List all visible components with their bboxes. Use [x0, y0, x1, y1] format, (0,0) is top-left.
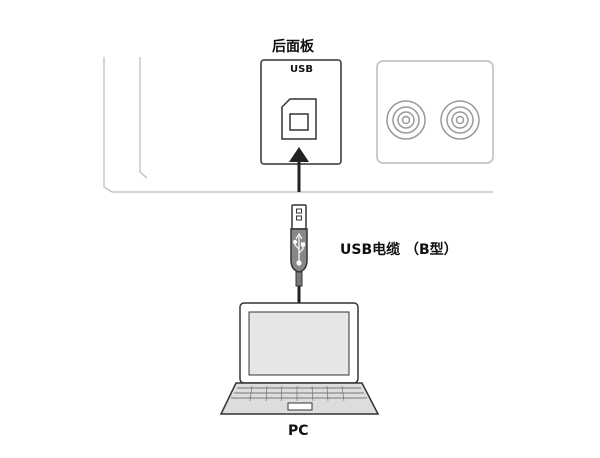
laptop-icon — [219, 302, 380, 415]
pc-label: PC — [288, 423, 309, 439]
usb-port-label: USB — [290, 64, 313, 75]
usb-panel — [260, 59, 342, 165]
device-rear-outline — [103, 57, 493, 193]
rear-panel-label: 后面板 — [272, 39, 314, 55]
usb-cable — [290, 204, 308, 303]
rca-jack-icon — [386, 100, 426, 140]
arrow-up-icon — [289, 147, 309, 192]
usb-cable-label: USB电缆 （B型） — [340, 242, 458, 258]
usb-b-port-icon — [281, 98, 317, 140]
rca-panel — [376, 60, 494, 164]
usb-symbol-icon — [292, 232, 306, 266]
rca-jack-icon — [440, 100, 480, 140]
